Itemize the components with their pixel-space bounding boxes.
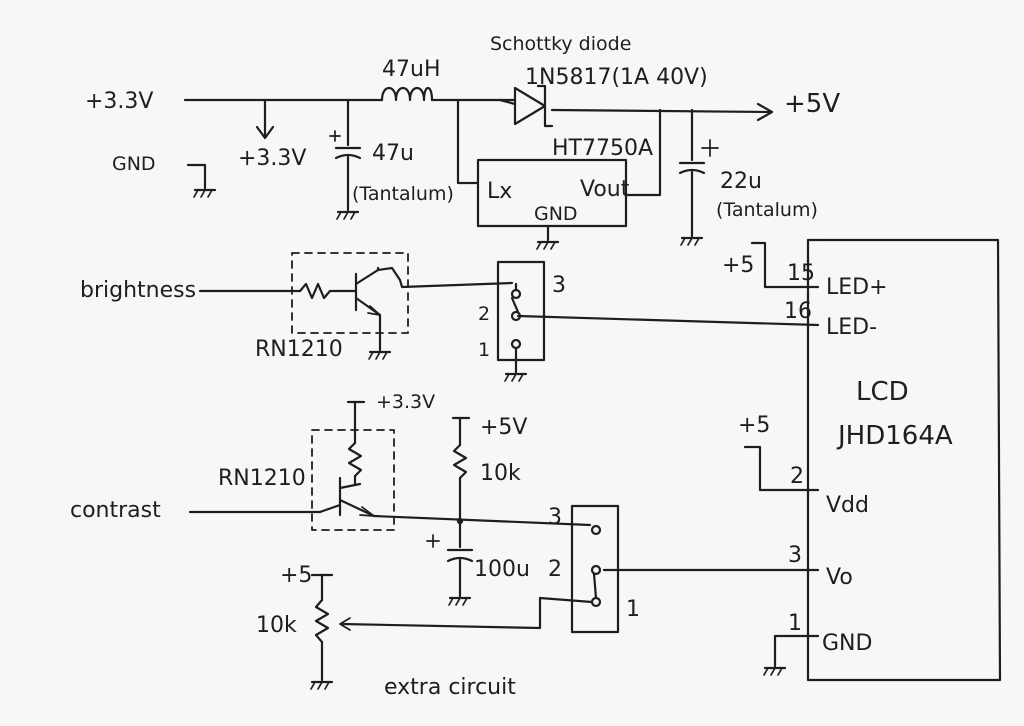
lcd-model-label: JHD164A bbox=[836, 421, 953, 451]
vdd-wire bbox=[743, 445, 820, 492]
pot-supply-label: +5 bbox=[280, 563, 312, 588]
switch1-pin1-label: 1 bbox=[478, 339, 490, 361]
pin16-label: 16 bbox=[784, 299, 812, 324]
regulator-label: HT7750A bbox=[552, 136, 653, 161]
rn1210-top-label: RN1210 bbox=[255, 337, 343, 362]
led-plus-wire bbox=[750, 241, 820, 289]
contrast-to-switch-wire bbox=[372, 514, 592, 527]
ground-icon bbox=[193, 188, 217, 198]
ground-icon bbox=[536, 240, 560, 250]
ground-icon bbox=[336, 210, 360, 220]
contrast-33v-label: +3.3V bbox=[376, 391, 435, 413]
lcd-module-box bbox=[806, 238, 1002, 682]
switch1-lever bbox=[510, 296, 520, 314]
switch2-pin3-label: 3 bbox=[548, 505, 562, 530]
contrast-jumper-switch bbox=[570, 504, 620, 634]
ground-icon bbox=[680, 236, 704, 246]
inductor-label: 47uH bbox=[382, 57, 440, 82]
switch1-pin2-label: 2 bbox=[478, 303, 490, 325]
rn1210-bottom-outline bbox=[311, 429, 395, 531]
pin1-label: 1 bbox=[788, 611, 802, 636]
pot-wiper-wire bbox=[340, 596, 594, 630]
pin2-label: 2 bbox=[790, 464, 804, 489]
rn1210-top-outline bbox=[291, 252, 409, 334]
led-minus-wire bbox=[516, 314, 820, 327]
tap-arrow-icon bbox=[255, 125, 275, 140]
input-supply-label: +3.3V bbox=[85, 89, 153, 114]
cap-out-value-label: 22u bbox=[720, 169, 762, 194]
cap100-value-label: 100u bbox=[474, 557, 530, 582]
output-arrow-icon bbox=[756, 102, 774, 122]
ground-icon bbox=[368, 350, 392, 360]
switch2-lever bbox=[592, 572, 598, 600]
collector-to-switch-wire bbox=[376, 266, 514, 289]
contrast-label: contrast bbox=[70, 498, 161, 523]
pot-value-label: 10k bbox=[256, 613, 297, 638]
cap-out-type-label: (Tantalum) bbox=[716, 199, 818, 221]
cap-in-value-label: 47u bbox=[372, 141, 414, 166]
switch2-contact-2 bbox=[590, 564, 602, 576]
led-minus-label: LED- bbox=[826, 315, 877, 340]
vout-wire bbox=[624, 108, 662, 197]
led-supply-label: +5 bbox=[722, 253, 754, 278]
brightness-label: brightness bbox=[80, 278, 196, 303]
input-tap-label: +3.3V bbox=[238, 146, 306, 171]
resistor-icon bbox=[347, 441, 363, 478]
vo-label: Vo bbox=[826, 565, 853, 590]
rn1210-bottom-label: RN1210 bbox=[218, 466, 306, 491]
vdd-label: Vdd bbox=[826, 493, 869, 518]
resistor-icon bbox=[298, 282, 357, 300]
ground-icon bbox=[763, 666, 787, 676]
resistor-icon bbox=[452, 443, 468, 480]
pin15-label: 15 bbox=[787, 261, 815, 286]
switch2-contact-1 bbox=[590, 596, 602, 608]
lcd-gnd-wire bbox=[773, 634, 820, 668]
cap-in-plate-bottom bbox=[334, 153, 362, 160]
lx-wire bbox=[456, 98, 480, 185]
switch2-contact-3 bbox=[590, 524, 602, 536]
cap-out-plate-bottom bbox=[678, 168, 706, 175]
regulator-lx-label: Lx bbox=[487, 179, 512, 204]
cap100-plate-bottom bbox=[446, 556, 474, 563]
contrast-5v-label: +5V bbox=[480, 415, 527, 440]
schottky-diode-icon bbox=[513, 86, 547, 126]
switch1-pin3-label: 3 bbox=[552, 273, 566, 298]
wiper-arrow-icon bbox=[339, 617, 351, 631]
regulator-box bbox=[476, 158, 628, 228]
diode-part-label: 1N5817(1A 40V) bbox=[525, 65, 708, 90]
pin3-label: 3 bbox=[788, 543, 802, 568]
ground-icon bbox=[310, 680, 334, 690]
lcd-gnd-label: GND bbox=[822, 631, 872, 656]
cap-in-type-label: (Tantalum) bbox=[352, 183, 454, 205]
vdd-supply-label: +5 bbox=[738, 413, 770, 438]
gnd-input-wire bbox=[186, 163, 207, 190]
regulator-vout-label: Vout bbox=[580, 177, 630, 202]
r10k-top-label: 10k bbox=[480, 461, 521, 486]
gnd-input-label: GND bbox=[112, 153, 156, 175]
switch1-contact-3 bbox=[510, 288, 522, 300]
transistor-bottom-emitter bbox=[338, 498, 376, 518]
diode-type-label: Schottky diode bbox=[490, 33, 631, 55]
potentiometer-icon bbox=[314, 598, 330, 644]
switch2-pin2-label: 2 bbox=[548, 557, 562, 582]
led-plus-label: LED+ bbox=[826, 275, 888, 300]
regulator-gnd-label: GND bbox=[534, 203, 578, 225]
transistor-top-collector bbox=[354, 268, 380, 286]
brightness-jumper-switch bbox=[496, 260, 546, 362]
ground-icon bbox=[504, 372, 528, 382]
extra-circuit-label: extra circuit bbox=[384, 675, 516, 700]
ground-icon bbox=[448, 596, 472, 606]
transistor-bottom-collector bbox=[338, 482, 362, 490]
lcd-name-label: LCD bbox=[856, 377, 909, 407]
switch1-contact-2 bbox=[510, 310, 522, 322]
switch2-pin1-label: 1 bbox=[626, 597, 640, 622]
switch1-contact-1 bbox=[510, 338, 522, 350]
inductor-icon bbox=[380, 86, 434, 102]
junction-dot bbox=[456, 517, 464, 525]
output-supply-label: +5V bbox=[784, 89, 840, 119]
